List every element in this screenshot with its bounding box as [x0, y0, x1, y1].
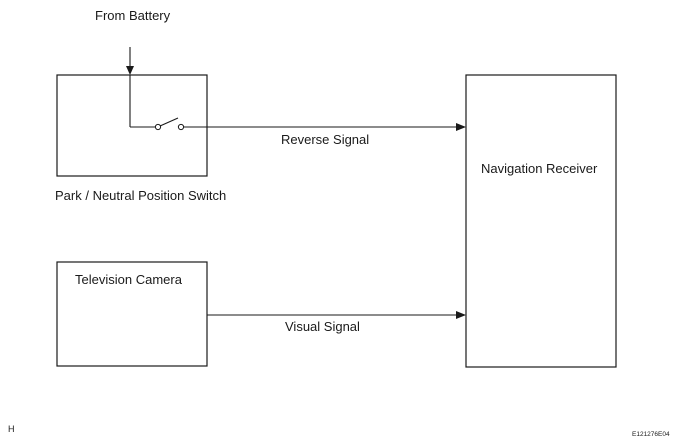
park-neutral-switch-box	[56, 74, 208, 177]
battery-feed-arrowhead	[126, 66, 134, 75]
navigation-receiver-label: Navigation Receiver	[481, 161, 598, 176]
park-neutral-switch-label: Park / Neutral Position Switch	[55, 188, 226, 203]
switch-blade	[159, 117, 179, 127]
reverse-signal-arrowhead	[456, 123, 466, 131]
television-camera-box	[56, 261, 208, 367]
television-camera-label: Television Camera	[75, 272, 183, 287]
corner-mark-left: H	[8, 424, 15, 434]
from-battery-label: From Battery	[95, 8, 171, 23]
visual-signal-label: Visual Signal	[285, 319, 360, 334]
reverse-signal-label: Reverse Signal	[281, 132, 369, 147]
switch-contact-left	[154, 123, 162, 131]
corner-mark-right: E121276E04	[632, 431, 670, 438]
visual-signal-arrowhead	[456, 311, 466, 319]
switch-contact-right	[177, 123, 185, 131]
navigation-receiver-box	[465, 74, 617, 368]
